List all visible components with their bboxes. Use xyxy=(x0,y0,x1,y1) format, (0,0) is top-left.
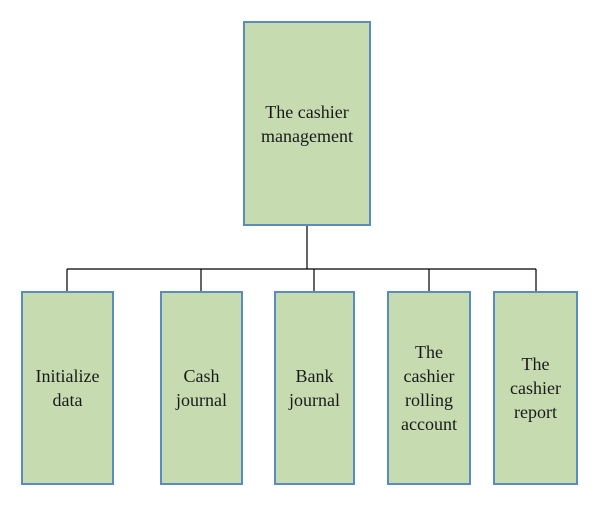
node-label: Cash journal xyxy=(176,366,227,410)
node-initialize-data: Initialize data xyxy=(21,291,114,485)
node-bank-journal: Bank journal xyxy=(274,291,355,485)
node-label: The cashier management xyxy=(261,101,353,146)
node-cash-journal: Cash journal xyxy=(160,291,243,485)
node-label: The cashier report xyxy=(510,354,561,422)
node-cashier-management: The cashier management xyxy=(243,21,371,226)
node-label: Bank journal xyxy=(289,366,340,410)
node-label: Initialize data xyxy=(35,366,100,410)
node-cashier-rolling-account: The cashier rolling account xyxy=(387,291,471,485)
node-label: The cashier rolling account xyxy=(401,342,457,434)
node-cashier-report: The cashier report xyxy=(493,291,578,485)
